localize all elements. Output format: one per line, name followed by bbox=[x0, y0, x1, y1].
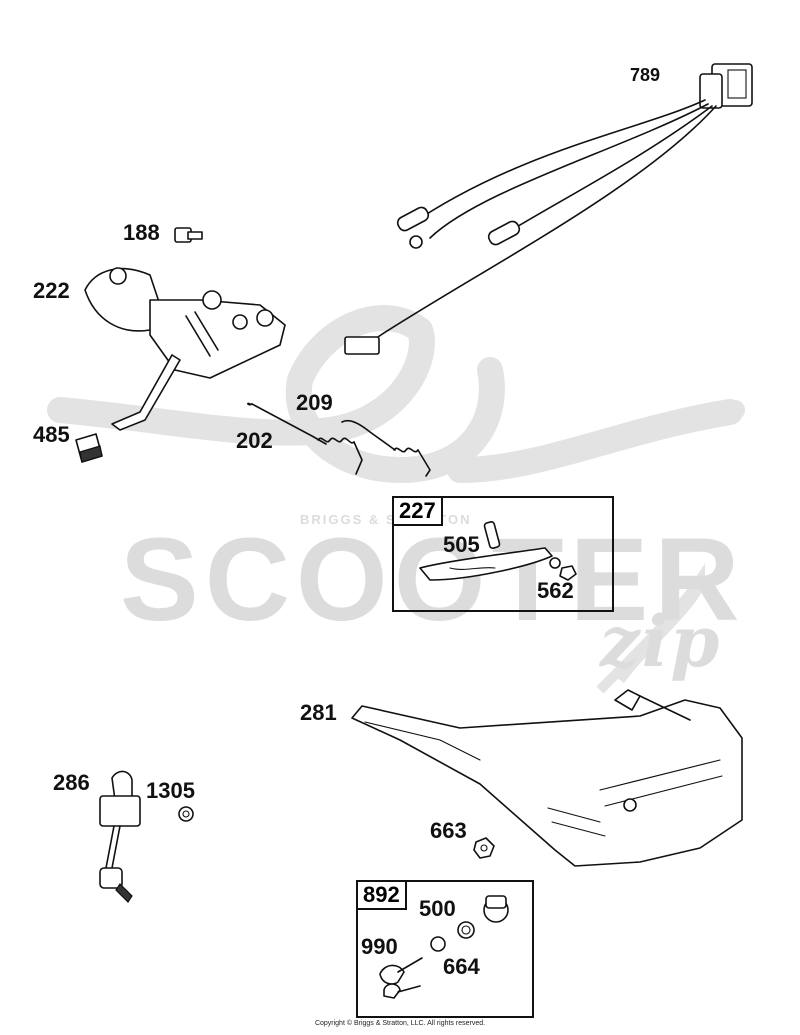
part-label-188: 188 bbox=[123, 220, 160, 245]
part-label-286: 286 bbox=[53, 770, 90, 795]
copyright-footer: Copyright © Briggs & Stratton, LLC. All … bbox=[314, 1020, 486, 1027]
part-label-222: 222 bbox=[33, 278, 70, 303]
bracket-281-drawing bbox=[351, 689, 743, 867]
control-bracket-222-drawing bbox=[84, 267, 286, 431]
module-286-drawing bbox=[99, 770, 141, 903]
knob-485-drawing bbox=[75, 433, 103, 463]
bolt-188-drawing bbox=[174, 227, 203, 243]
part-label-281: 281 bbox=[300, 700, 337, 725]
part-label-789: 789 bbox=[630, 65, 661, 85]
part-label-505: 505 bbox=[443, 532, 480, 557]
nut-663-drawing bbox=[473, 837, 495, 859]
kit-227-label: 227 bbox=[392, 496, 443, 527]
kit-892-drawing bbox=[379, 895, 509, 999]
part-label-562: 562 bbox=[537, 578, 574, 603]
kit-892-label: 892 bbox=[356, 880, 407, 911]
watermark-brand-script: zip bbox=[600, 600, 722, 683]
spring-209-drawing bbox=[341, 419, 431, 477]
kit-227-box: 227 bbox=[392, 496, 614, 612]
kit-227-drawing bbox=[419, 521, 577, 581]
part-label-202: 202 bbox=[236, 428, 273, 453]
part-label-664: 664 bbox=[443, 954, 480, 979]
part-label-1305: 1305 bbox=[146, 778, 195, 803]
part-label-663: 663 bbox=[430, 818, 467, 843]
spring-202-drawing bbox=[247, 402, 363, 475]
part-label-500: 500 bbox=[419, 896, 456, 921]
part-label-209: 209 bbox=[296, 390, 333, 415]
part-label-990: 990 bbox=[361, 934, 398, 959]
wiring-harness-789-drawing bbox=[344, 63, 753, 355]
part-label-485: 485 bbox=[33, 422, 70, 447]
screw-1305-drawing bbox=[178, 806, 194, 822]
kit-892-box: 892 bbox=[356, 880, 534, 1018]
